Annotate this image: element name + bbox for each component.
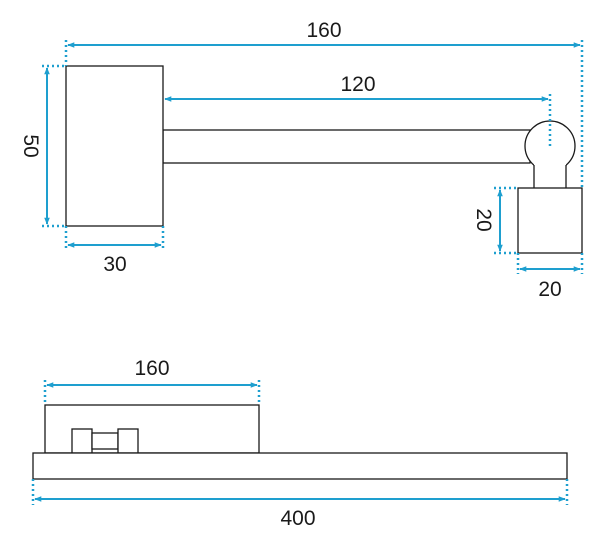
bracket-center	[91, 432, 119, 450]
label-base-width: 30	[103, 253, 126, 276]
label-arm-length: 120	[340, 73, 375, 96]
lamp-head-block	[517, 187, 583, 254]
label-base-height: 50	[19, 134, 42, 157]
fixture-bar	[32, 452, 568, 480]
wall-base-block	[65, 65, 164, 227]
joint-neck-fill	[534, 160, 566, 188]
label-total-width: 160	[306, 19, 341, 42]
label-fixture-length: 400	[280, 507, 315, 530]
label-front-base-width: 160	[134, 357, 169, 380]
arm-tube	[162, 129, 531, 164]
bracket-right	[117, 428, 139, 454]
label-head-height: 20	[472, 208, 495, 231]
bracket-left	[71, 428, 93, 454]
side-view: 160 120 50 30 20 20	[19, 19, 584, 301]
front-view: 160 400	[31, 357, 569, 530]
label-head-width: 20	[538, 278, 561, 301]
